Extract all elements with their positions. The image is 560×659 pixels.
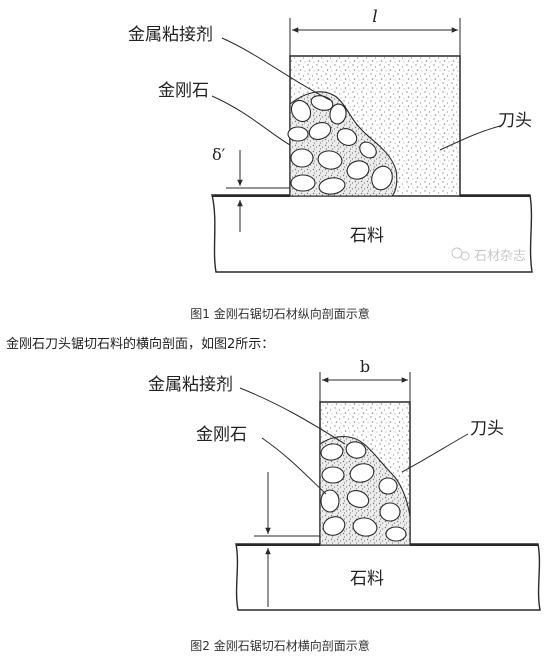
figure-1-caption: 图1 金刚石锯切石材纵向剖面示意 bbox=[190, 307, 370, 321]
tool-head-label: 刀头 bbox=[498, 111, 532, 131]
length-label: l bbox=[372, 7, 377, 27]
figure-2: b 金属粘接剂 金刚石 刀头 石料 bbox=[0, 352, 560, 622]
tool-head-label: 刀头 bbox=[470, 419, 504, 439]
watermark: 石材杂志 bbox=[451, 247, 526, 264]
metal-binder-leader bbox=[239, 387, 346, 445]
width-label: b bbox=[360, 357, 370, 376]
stone-label: 石料 bbox=[350, 569, 384, 589]
body-paragraph: 金刚石刀头锯切石料的横向剖面，如图2所示： bbox=[6, 337, 275, 352]
stone-block bbox=[235, 543, 541, 611]
figure-2-diagram: b 金属粘接剂 金刚石 刀头 石料 bbox=[148, 357, 541, 611]
figure-1-diagram: l δ′ 金属粘接剂 金刚石 刀头 石料 石材杂志 bbox=[128, 7, 533, 273]
delta-label: δ′ bbox=[212, 145, 226, 164]
figure-1: l δ′ 金属粘接剂 金刚石 刀头 石料 石材杂志 bbox=[0, 0, 560, 300]
metal-binder-label: 金属粘接剂 bbox=[148, 375, 233, 395]
metal-binder-label: 金属粘接剂 bbox=[128, 25, 213, 45]
diamond-label: 金刚石 bbox=[158, 81, 209, 101]
diamond-particles bbox=[287, 95, 393, 195]
tool-head-leader bbox=[439, 125, 501, 151]
diamond-particles bbox=[320, 441, 407, 542]
diamond-leader bbox=[211, 95, 291, 146]
diamond-leader bbox=[261, 437, 327, 495]
diamond-label: 金刚石 bbox=[196, 425, 247, 445]
metal-binder-leader bbox=[221, 37, 331, 101]
stone-label: 石料 bbox=[350, 226, 384, 246]
figure-2-caption: 图2 金刚石锯切石材横向剖面示意 bbox=[190, 639, 370, 653]
tool-head-leader bbox=[401, 433, 469, 473]
watermark-text: 石材杂志 bbox=[474, 249, 526, 264]
